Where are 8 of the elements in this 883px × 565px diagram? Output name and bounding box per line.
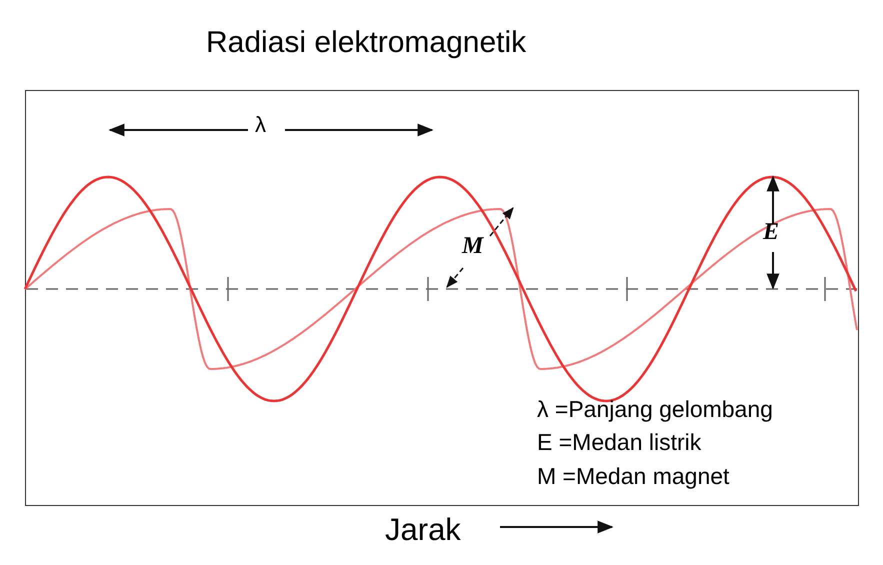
symbol-label: λ [255,114,266,136]
symbol-label: E [763,220,780,244]
legend-text: M =Medan magnet [537,465,730,488]
symbol-label: M [462,234,484,258]
diagram-title: Radiasi elektromagnetik [206,28,526,58]
legend-text: λ =Panjang gelombang [537,398,773,421]
axis-label: Jarak [385,514,461,545]
legend-text: E =Medan listrik [537,431,702,454]
